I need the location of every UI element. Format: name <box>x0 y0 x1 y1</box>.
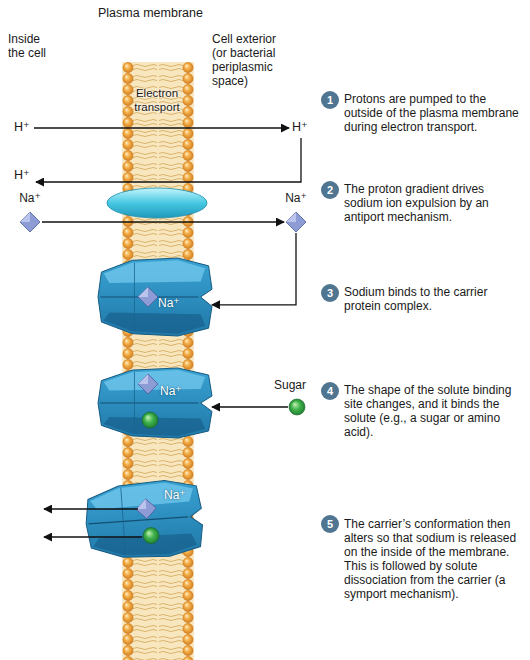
callout-circle: 1 <box>321 91 339 109</box>
ion-facet <box>286 212 296 222</box>
carrier-body <box>98 258 212 336</box>
carrier-shade <box>104 313 205 334</box>
carrier-seam <box>134 263 135 332</box>
ion-label: Na⁺ <box>12 191 48 205</box>
carrier-protein: Na⁺ <box>98 258 212 336</box>
carrier-groove <box>100 402 198 403</box>
callout-circle: 4 <box>321 382 339 400</box>
carrier-protein-outline <box>98 258 212 336</box>
carrier-body <box>83 478 204 562</box>
sugar-molecule: Sugar <box>288 378 306 418</box>
step-description: The carrier’s conformation then alters s… <box>344 517 520 601</box>
carrier-protein: Na⁺ <box>86 482 202 558</box>
region-label: Cell exterior (or bacterial periplasmic … <box>212 32 294 88</box>
step-description: The proton gradient drives sodium ion ex… <box>344 182 520 224</box>
figure-heading: Plasma membrane <box>98 6 238 21</box>
callout-number: 5 <box>321 515 339 533</box>
callout-disc <box>321 515 339 533</box>
callout-circle: 5 <box>321 515 339 533</box>
proton-return-arrow <box>36 138 301 182</box>
ion-label: H⁺ <box>14 168 44 183</box>
bound-solute <box>143 527 160 544</box>
sugar-ball <box>289 399 305 415</box>
ion-diamond <box>138 287 158 307</box>
connector-arrow <box>42 221 284 222</box>
carrier-seam <box>134 372 135 434</box>
callout-number: 3 <box>321 284 339 302</box>
callout-disc <box>321 382 339 400</box>
callout-number: 4 <box>321 382 339 400</box>
lipid-bilayer <box>122 62 194 660</box>
callout-disc <box>321 91 339 109</box>
ion-diamond <box>286 212 306 232</box>
carrier-body <box>98 368 212 438</box>
sodium-ion: Na⁺ <box>18 191 42 233</box>
ion-facet <box>138 374 148 384</box>
region-label: Inside the cell <box>8 32 56 60</box>
carrier-seam <box>121 488 126 555</box>
step-description: The shape of the solute binding site cha… <box>344 383 520 439</box>
step-description: Protons are pumped to the outside of the… <box>344 92 520 134</box>
connector-arrow <box>212 233 296 305</box>
bound-solute <box>142 412 158 428</box>
process-label: Electron transport <box>118 86 196 114</box>
callout-number: 2 <box>321 181 339 199</box>
callout-circle: 3 <box>321 284 339 302</box>
callout-disc <box>321 284 339 302</box>
callout-number: 1 <box>321 91 339 109</box>
ion-facet <box>20 212 30 222</box>
callout-circle: 2 <box>321 181 339 199</box>
antiporter-protein <box>107 188 207 218</box>
ion-label: H⁺ <box>14 120 44 135</box>
carrier-protein: Na⁺ <box>98 368 212 438</box>
ion-label: Na⁺ <box>158 296 180 310</box>
ion-facet <box>138 287 148 297</box>
ion-label: H⁺ <box>292 120 322 135</box>
proton-pump-arrow <box>34 127 289 128</box>
solute-label: Sugar <box>274 378 306 392</box>
ion-diamond <box>20 212 40 232</box>
sodium-release-arrow <box>44 508 138 509</box>
solute-release-arrow <box>44 536 142 537</box>
ion-label: Na⁺ <box>278 191 314 205</box>
ion-diamond <box>138 374 158 394</box>
sodium-ion: Na⁺ <box>284 191 308 233</box>
ion-label: Na⁺ <box>160 384 182 398</box>
carrier-groove <box>88 517 188 524</box>
carrier-highlight <box>89 481 194 510</box>
carrier-highlight <box>104 260 205 283</box>
ion-diamond <box>136 498 157 519</box>
ion-label: Na⁺ <box>164 488 186 502</box>
connector-arrow <box>212 406 288 407</box>
callout-disc <box>321 181 339 199</box>
step-description: Sodium binds to the carrier protein comp… <box>344 285 520 313</box>
ion-facet <box>136 499 147 510</box>
carrier-protein-outline <box>98 368 212 438</box>
